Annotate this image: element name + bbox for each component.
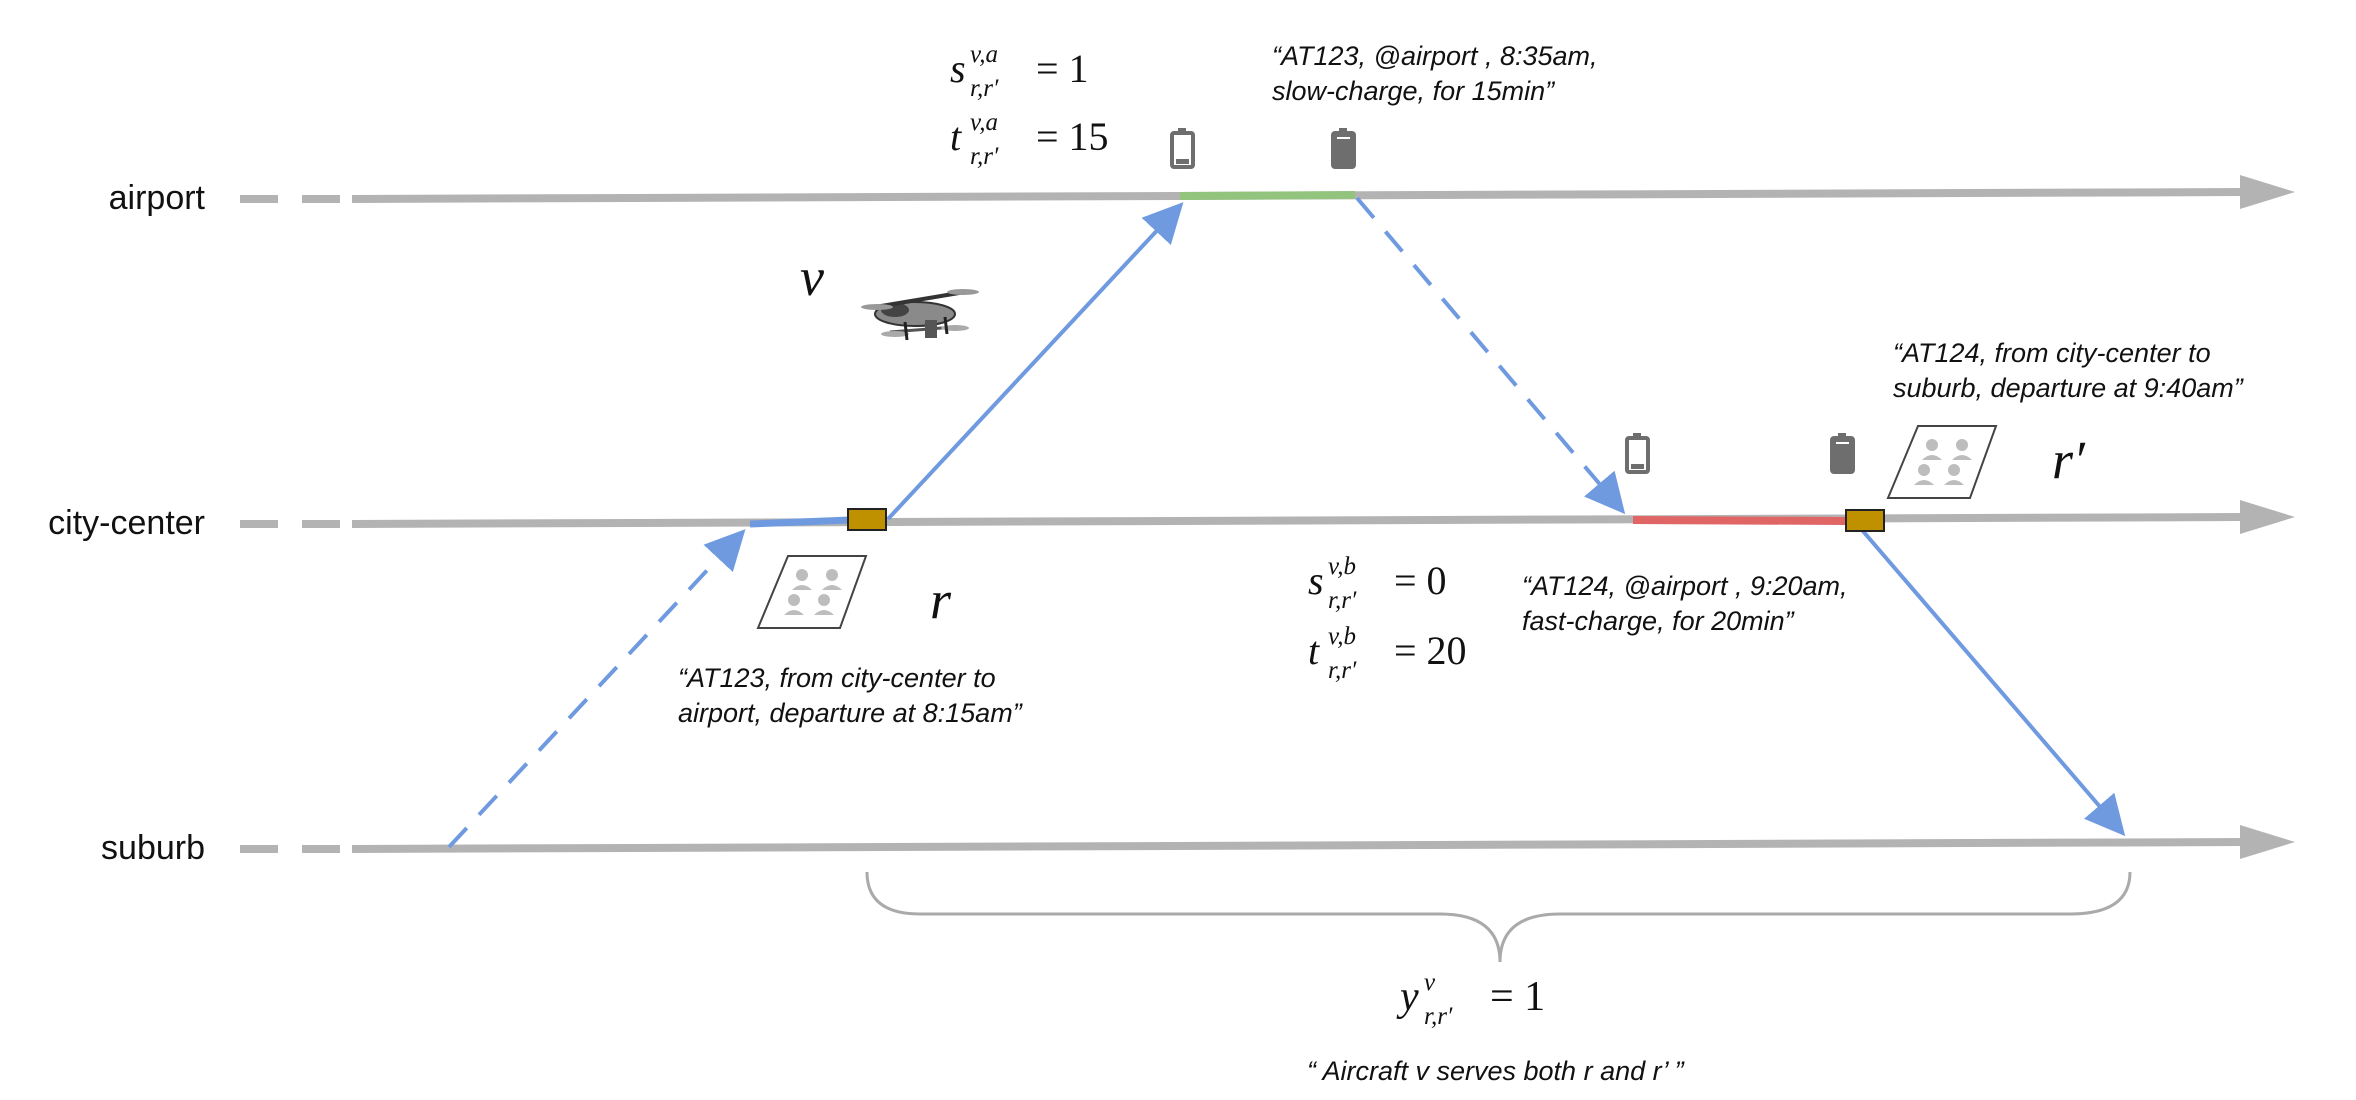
svg-text:= 1: = 1 <box>1036 46 1089 91</box>
charge-a-note-line2: slow-charge, for 15min” <box>1272 76 1555 106</box>
request-r-note-line2: airport, departure at 8:15am” <box>678 698 1023 728</box>
battery-full-icon <box>1830 433 1855 474</box>
timeline-suburb <box>240 825 2295 859</box>
svg-text:v,a: v,a <box>970 109 998 136</box>
svg-text:= 15: = 15 <box>1036 114 1109 159</box>
aircraft-v-label: v <box>800 247 824 307</box>
svg-text:= 20: = 20 <box>1394 628 1467 673</box>
repositioning-flight-suburb-to-city <box>447 529 746 849</box>
request-r-box <box>847 508 887 531</box>
lane-label-city-center: city-center <box>48 504 205 542</box>
serves-both-caption: “ Aircraft v serves both r and r’ ” <box>1307 1056 1685 1086</box>
y-variable: y v r,r′ = 1 <box>1396 969 1545 1030</box>
request-rp-label: r′ <box>2052 430 2086 490</box>
serves-both-brace <box>865 871 2132 963</box>
timeline-suburb-arrowhead <box>2240 825 2295 859</box>
battery-low-icon <box>1170 128 1195 169</box>
svg-text:s: s <box>950 46 966 91</box>
flight-r-city-to-airport <box>886 202 1184 521</box>
passenger-group-icon <box>1886 425 1998 499</box>
charge-a-note-line1: “AT123, @airport , 8:35am, <box>1272 41 1598 71</box>
timeline-airport-arrowhead <box>2240 175 2295 209</box>
svg-text:v: v <box>1424 969 1436 996</box>
svg-text:t: t <box>1308 628 1320 673</box>
svg-text:v,a: v,a <box>970 41 998 68</box>
s-b-variable: s v,b r,r′ = 0 <box>1308 553 1447 614</box>
svg-text:r,r′: r,r′ <box>1328 657 1357 684</box>
svg-text:v,b: v,b <box>1328 553 1356 580</box>
svg-text:s: s <box>1308 558 1324 603</box>
svg-text:= 0: = 0 <box>1394 558 1447 603</box>
request-rp-note-line1: “AT124, from city-center to <box>1893 338 2211 368</box>
request-rp-note-line2: suburb, departure at 9:40am” <box>1893 373 2244 403</box>
evtol-aircraft-icon <box>861 289 979 341</box>
request-r-label: r <box>930 570 952 630</box>
t-a-variable: t v,a r,r′ = 15 <box>950 109 1109 170</box>
svg-text:r,r′: r,r′ <box>970 75 999 102</box>
svg-text:= 1: = 1 <box>1490 974 1545 1020</box>
svg-text:y: y <box>1396 974 1419 1020</box>
lane-label-airport: airport <box>109 179 206 217</box>
fast-charge-segment <box>1632 516 1846 525</box>
battery-low-icon <box>1625 433 1650 474</box>
request-r-note-line1: “AT123, from city-center to <box>678 663 996 693</box>
battery-full-icon <box>1331 128 1356 169</box>
charge-b-note-line1: “AT124, @airport , 9:20am, <box>1522 571 1848 601</box>
svg-text:r,r′: r,r′ <box>970 143 999 170</box>
svg-text:t: t <box>950 114 962 159</box>
city-center-wait-segment <box>749 516 851 528</box>
timeline-city-center <box>240 500 2295 534</box>
svg-text:r,r′: r,r′ <box>1424 1003 1453 1030</box>
svg-text:r,r′: r,r′ <box>1328 587 1357 614</box>
slow-charge-segment <box>1179 191 1356 200</box>
request-rp-box <box>1845 509 1885 532</box>
charge-b-note-line2: fast-charge, for 20min” <box>1522 606 1795 636</box>
s-a-variable: s v,a r,r′ = 1 <box>950 41 1089 102</box>
t-b-variable: t v,b r,r′ = 20 <box>1308 623 1467 684</box>
timeline-city-center-arrowhead <box>2240 500 2295 534</box>
flight-rp-city-to-suburb <box>1860 528 2126 837</box>
passenger-group-icon <box>756 555 868 629</box>
lane-label-suburb: suburb <box>101 829 205 867</box>
repositioning-flight-airport-to-city <box>1355 196 1626 515</box>
svg-text:v,b: v,b <box>1328 623 1356 650</box>
